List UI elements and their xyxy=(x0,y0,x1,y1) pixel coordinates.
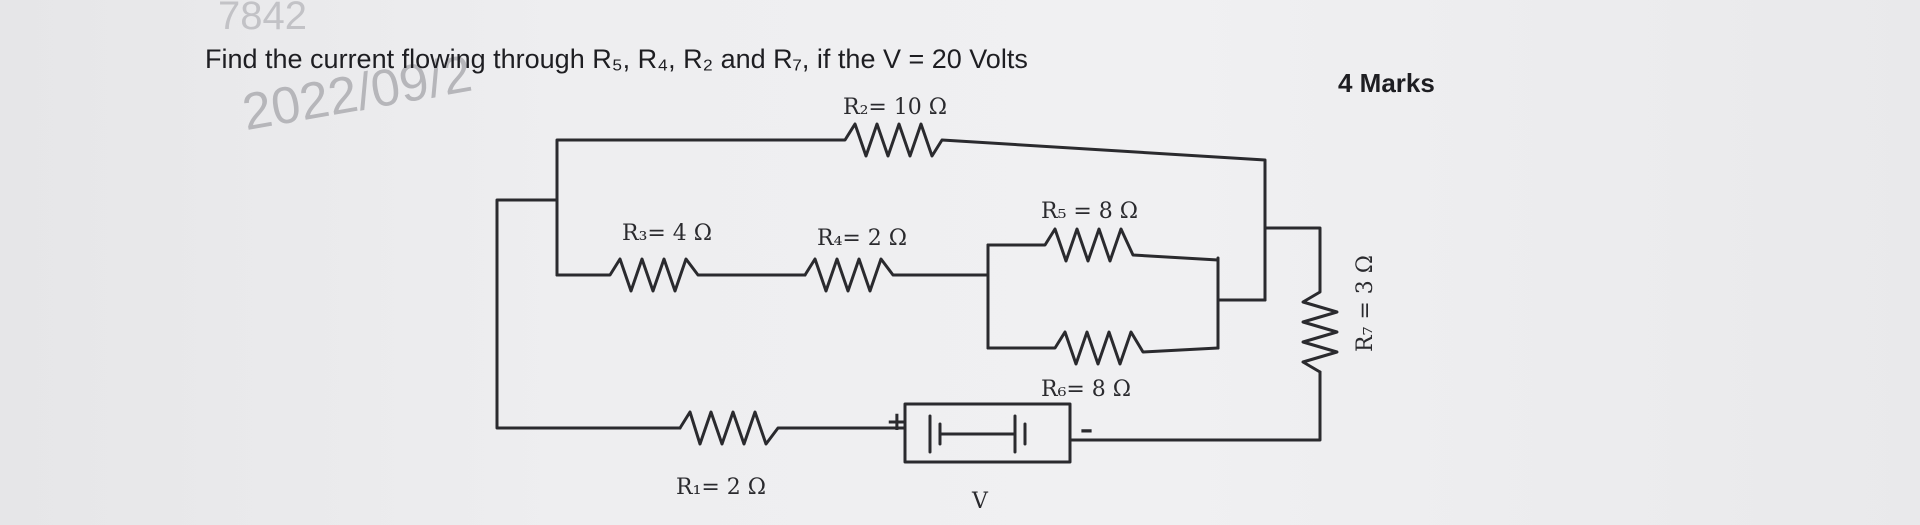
marks-label: 4 Marks xyxy=(1338,68,1435,98)
label-R4: R₄= 2 Ω xyxy=(817,226,907,251)
label-R5: R₅ = 8 Ω xyxy=(1041,199,1138,224)
wire-top-branch xyxy=(555,122,1267,302)
label-R7: R₇ = 3 Ω xyxy=(1353,255,1378,352)
label-R6: R₆= 8 Ω xyxy=(1041,377,1131,402)
resistor-R6 xyxy=(986,330,1220,366)
wire-bottom-right xyxy=(1068,370,1322,442)
label-R1: R₁= 2 Ω xyxy=(676,475,766,500)
label-V: V xyxy=(971,489,989,514)
resistor-R1 xyxy=(678,410,907,446)
resistor-R3 xyxy=(555,257,807,293)
wire-left-loop xyxy=(495,198,682,430)
resistor-R4 xyxy=(803,257,990,293)
battery-box xyxy=(903,402,1072,464)
label-R2: R₂= 10 Ω xyxy=(843,95,947,120)
battery-minus: – xyxy=(1080,415,1093,445)
resistor-R5 xyxy=(986,227,1220,263)
resistor-R7 xyxy=(1263,226,1339,374)
wire-parallel-right xyxy=(1216,256,1267,350)
battery-plus: + xyxy=(886,407,908,437)
question-text: Find the current flowing through R₅, R₄,… xyxy=(205,44,1028,74)
battery-cell-left xyxy=(928,414,1027,454)
label-R3: R₃= 4 Ω xyxy=(622,221,712,246)
watermark-number: 7842 xyxy=(218,0,307,38)
